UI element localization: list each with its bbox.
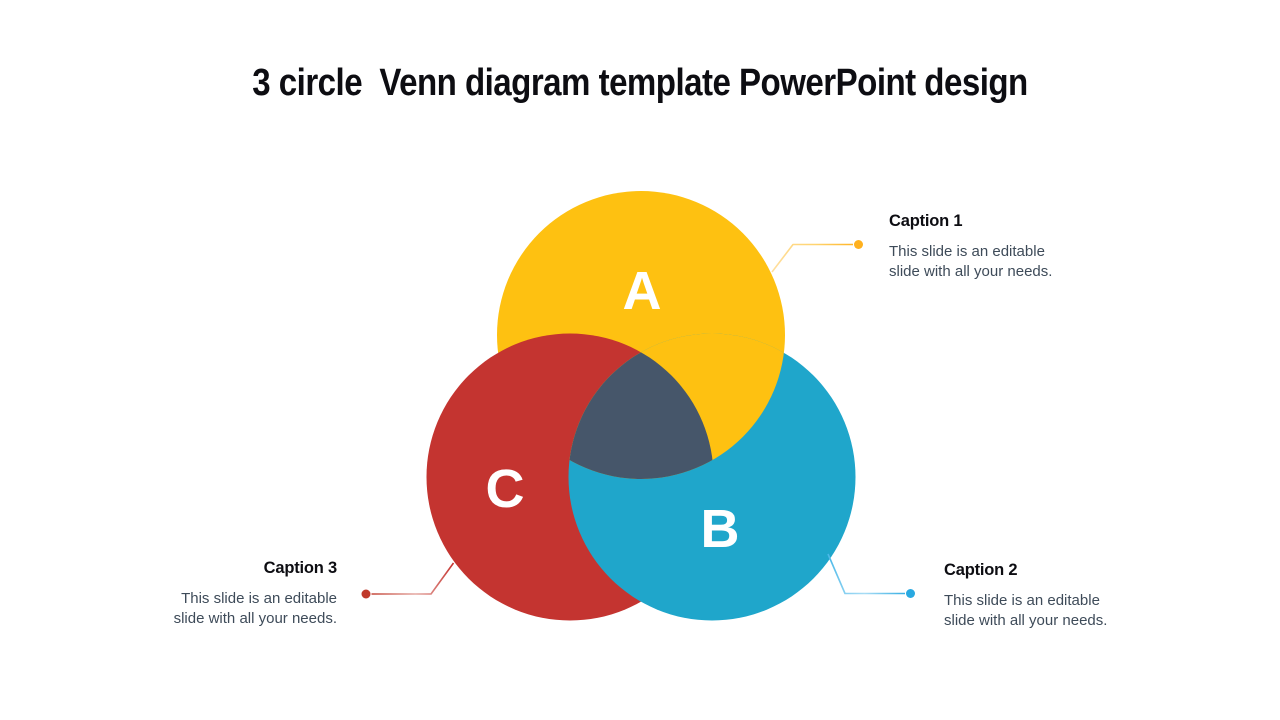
caption-1: Caption 1 This slide is an editable slid…: [889, 211, 1067, 282]
caption-3-body: This slide is an editable slide with all…: [173, 590, 337, 627]
caption-1-heading: Caption 1: [889, 212, 963, 230]
leader-line-caption-2: [827, 553, 905, 595]
caption-1-body: This slide is an editable slide with all…: [889, 243, 1053, 280]
caption-2-body: This slide is an editable slide with all…: [944, 592, 1108, 629]
caption-3: Caption 3 This slide is an editable slid…: [159, 558, 338, 629]
leader-dot-caption-1: [854, 240, 863, 249]
caption-2-heading: Caption 2: [944, 561, 1018, 579]
venn-label-a: A: [623, 261, 662, 321]
leader-line-caption-1: [771, 243, 853, 273]
leader-dot-caption-3: [361, 589, 371, 599]
caption-3-heading: Caption 3: [263, 559, 338, 577]
leader-line-caption-3: [371, 562, 455, 595]
leader-dot-caption-2: [906, 589, 915, 598]
slide-title: 3 circle Venn diagram template PowerPoin…: [252, 62, 1028, 104]
venn-label-c: C: [486, 459, 525, 519]
venn-label-b: B: [701, 499, 740, 559]
caption-2: Caption 2 This slide is an editable slid…: [944, 560, 1122, 631]
